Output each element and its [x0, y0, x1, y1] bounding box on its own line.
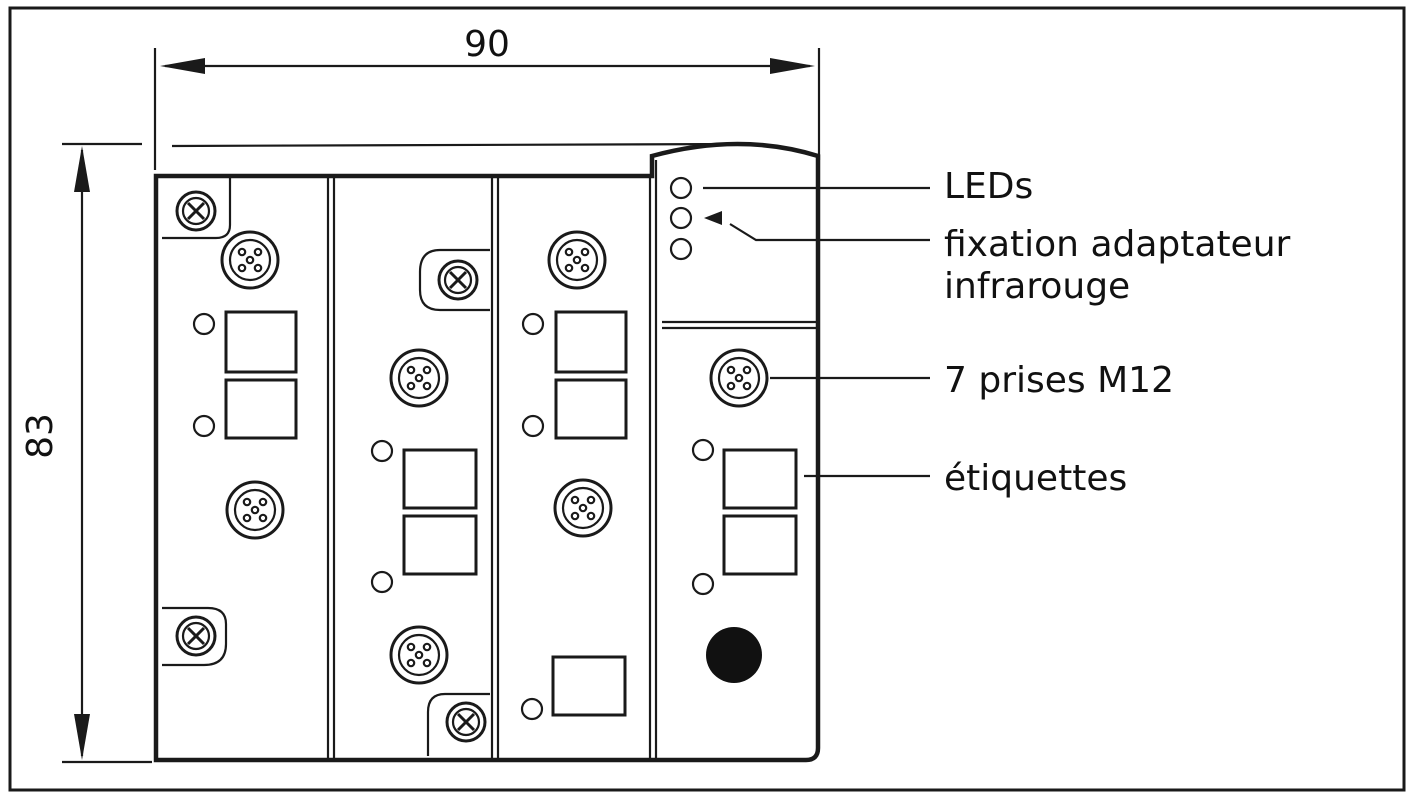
callout-ir-adapter-line1: fixation adaptateur — [944, 224, 1291, 265]
top-edge-line — [171, 142, 741, 148]
screw-icon — [426, 692, 490, 756]
m12-socket-icon — [547, 230, 607, 290]
screw-icon — [162, 606, 228, 667]
screw-icon — [162, 178, 232, 240]
indicator-dots — [192, 312, 715, 721]
led-indicators — [669, 176, 693, 261]
height-dimension — [62, 142, 152, 764]
callout-labels: étiquettes — [944, 458, 1127, 499]
width-dimension — [153, 48, 821, 170]
m12-socket-icon — [553, 478, 613, 538]
module-outline — [153, 141, 821, 763]
label-fields — [224, 310, 798, 717]
callout-ir-adapter-line2: infrarouge — [944, 266, 1130, 307]
callout-m12-sockets: 7 prises M12 — [944, 360, 1174, 401]
callout-lines — [703, 186, 930, 478]
infrared-window — [706, 627, 762, 683]
segment-dividers — [326, 160, 816, 758]
height-value: 83 — [20, 413, 61, 459]
m12-socket-icon — [220, 230, 280, 290]
m12-socket-icon — [709, 348, 769, 408]
m12-socket-icon — [225, 480, 285, 540]
m12-socket-icon — [389, 625, 449, 685]
callout-leds: LEDs — [944, 166, 1033, 207]
frame-border — [8, 6, 1406, 792]
width-value: 90 — [464, 24, 510, 65]
m12-socket-icon — [389, 348, 449, 408]
screw-icon — [418, 248, 490, 312]
